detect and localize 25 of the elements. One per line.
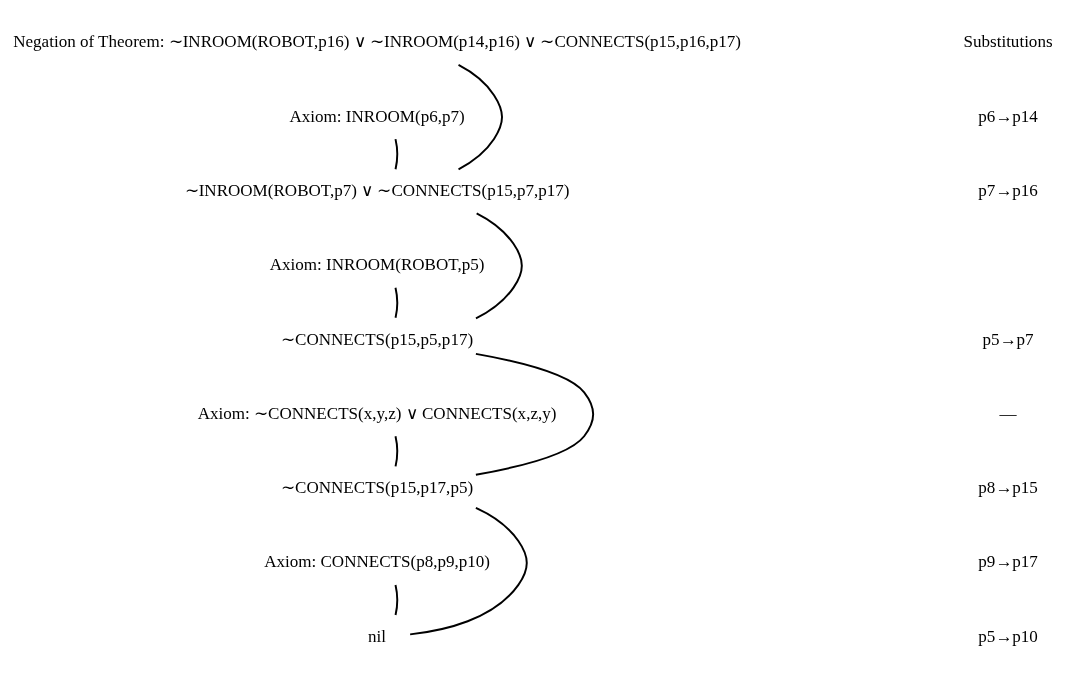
connector	[394, 138, 399, 171]
node-text: ∼CONNECTS(p15,p17,p5)	[281, 478, 474, 498]
connector	[474, 352, 595, 476]
connector	[394, 435, 399, 468]
node-text: Axiom: INROOM(p6,p7)	[289, 106, 465, 126]
label: p6→p14	[978, 106, 1038, 126]
node-text: Axiom: INROOM(ROBOT,p5)	[269, 255, 485, 275]
connector	[475, 212, 523, 320]
connector	[457, 63, 503, 171]
node-text: ∼CONNECTS(p15,p5,p17)	[281, 329, 474, 349]
node-text: Axiom: CONNECTS(p8,p9,p10)	[264, 552, 491, 572]
connector	[394, 583, 399, 616]
connector	[409, 506, 528, 636]
node-text: Axiom: ∼CONNECTS(x,y,z) ∨ CONNECTS(x,z,y)	[197, 403, 557, 423]
node-text: Negation of Theorem: ∼INROOM(ROBOT,p16) ∨ ∼INROOM(p14,p16) ∨ ∼CONNECTS(p15,p16,p17)	[13, 32, 741, 52]
label: p5→p7	[982, 329, 1034, 349]
label: p8→p15	[978, 478, 1038, 498]
label: —	[999, 403, 1017, 423]
connector	[394, 286, 399, 319]
label: p7→p16	[978, 180, 1038, 200]
node-text: ∼INROOM(ROBOT,p7) ∨ ∼CONNECTS(p15,p7,p17)	[184, 180, 570, 200]
label: p9→p17	[978, 552, 1038, 572]
label: p5→p10	[978, 626, 1038, 646]
label: Substitutions	[963, 32, 1053, 52]
node-text: nil	[368, 626, 387, 646]
